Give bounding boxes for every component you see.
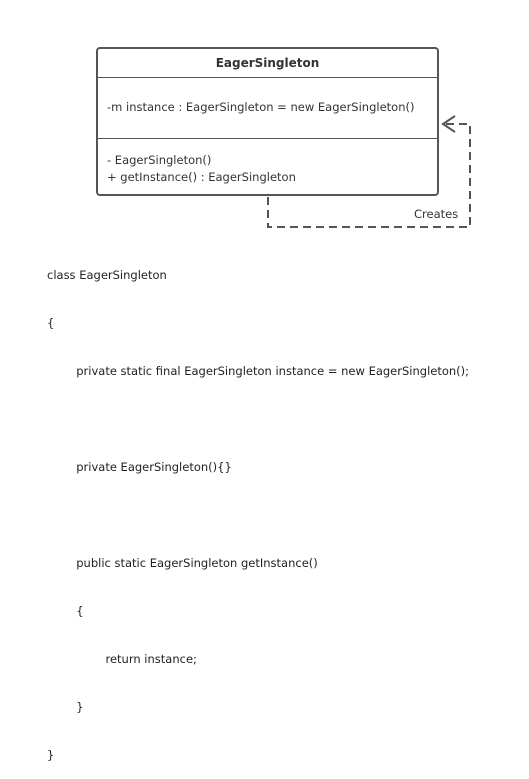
creates-dependency-arrow	[267, 115, 471, 228]
dashed-dependency-line	[267, 123, 471, 228]
code-line: }	[47, 700, 84, 714]
code-line: return instance;	[47, 652, 197, 666]
code-line: private EagerSingleton(){}	[47, 460, 232, 474]
code-line: {	[47, 604, 84, 618]
code-line	[47, 507, 469, 523]
uml-class-name: EagerSingleton	[98, 49, 437, 78]
code-line: public static EagerSingleton getInstance…	[47, 556, 318, 570]
code-listing: class EagerSingleton { private static fi…	[47, 235, 469, 779]
code-line: {	[47, 316, 55, 330]
uml-separator	[98, 138, 437, 139]
uml-class-box: EagerSingleton -m instance : EagerSingle…	[96, 47, 439, 196]
uml-attribute: -m instance : EagerSingleton = new Eager…	[107, 100, 415, 114]
code-line: }	[47, 748, 55, 762]
uml-method-constructor: - EagerSingleton()	[107, 153, 212, 167]
open-arrowhead-icon	[441, 115, 456, 133]
uml-method-getinstance: + getInstance() : EagerSingleton	[107, 170, 296, 184]
code-line: class EagerSingleton	[47, 268, 167, 282]
code-line: private static final EagerSingleton inst…	[47, 364, 470, 378]
code-line	[47, 411, 469, 427]
uml-methods: - EagerSingleton() + getInstance() : Eag…	[107, 152, 296, 186]
creates-label: Creates	[414, 207, 459, 221]
